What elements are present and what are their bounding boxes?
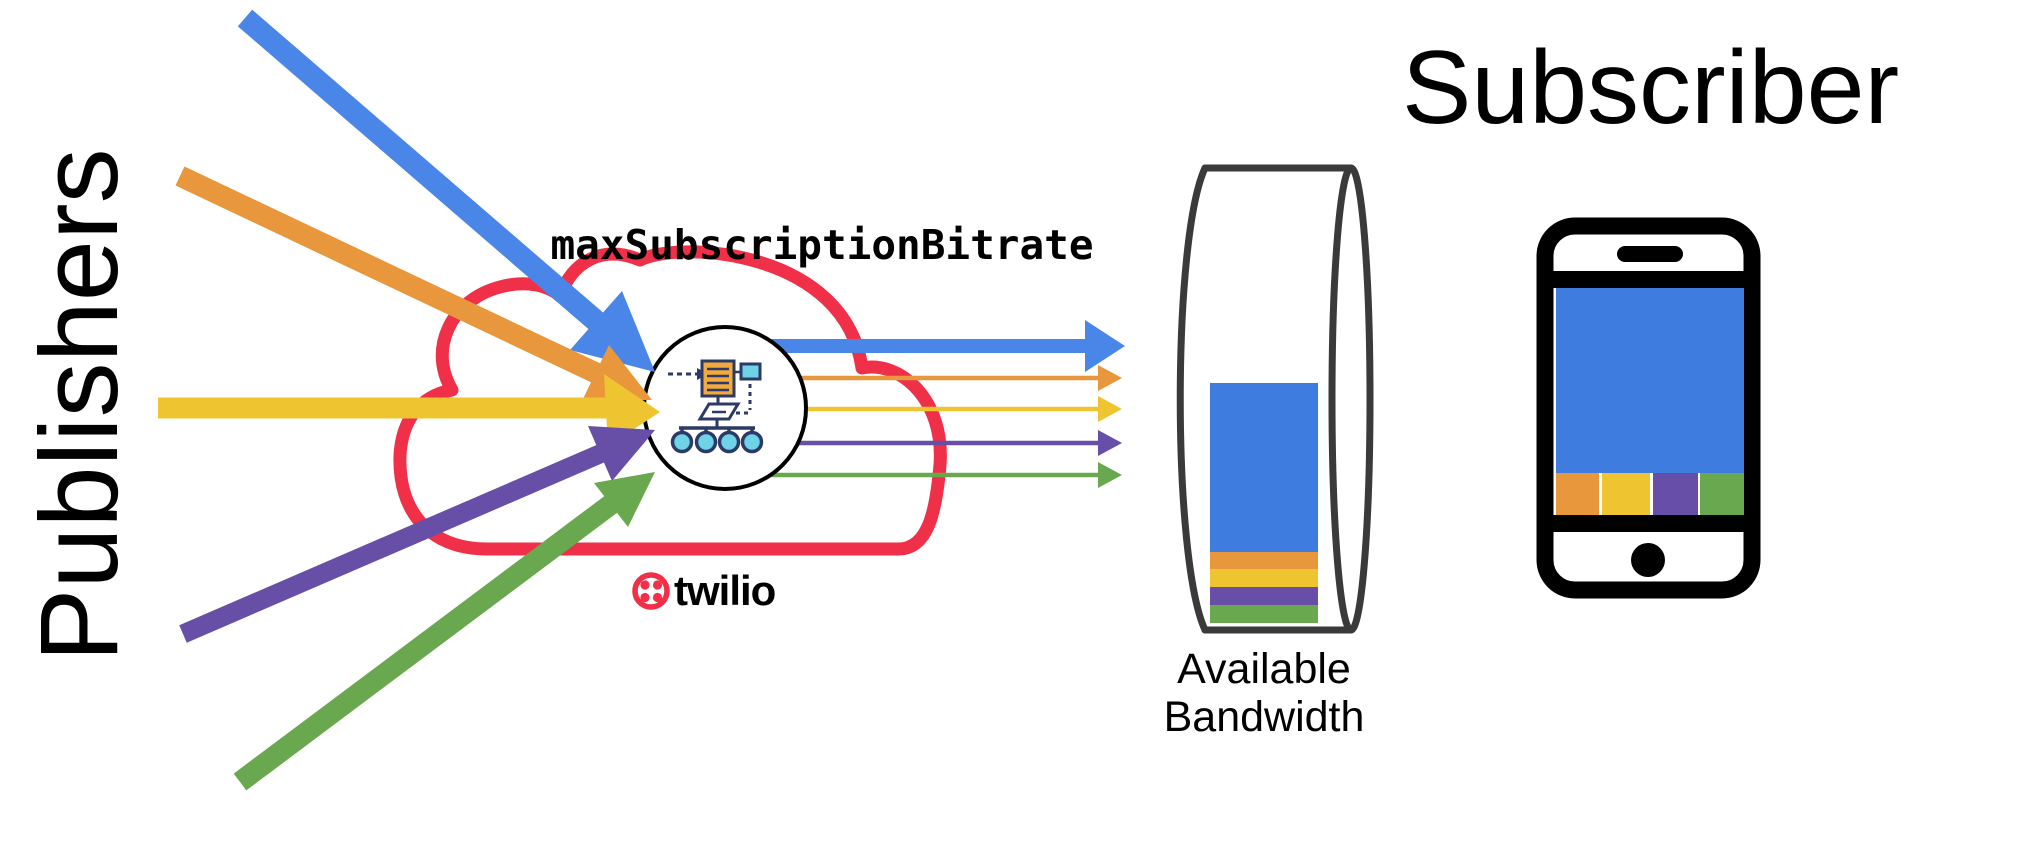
sfu-monitor-icon: [739, 362, 762, 381]
phone-thumbnail-row: [1556, 473, 1744, 515]
publisher-arrow-purple: [179, 444, 606, 643]
publisher-arrow-green-head-icon: [594, 472, 655, 527]
phone-thumb-yellow: [1602, 473, 1650, 515]
publisher-arrow-blue: [237, 9, 604, 330]
phone-thumb-purple: [1653, 473, 1698, 515]
subscriber-arrow-yellow-head-icon: [1098, 396, 1122, 422]
twilio-logo-text: twilio: [674, 567, 776, 614]
sfu-endpoint-circles: [670, 430, 764, 454]
phone-home-button: [1631, 543, 1665, 577]
phone-thumb-green: [1700, 473, 1744, 515]
bandwidth-bar-green: [1210, 605, 1318, 623]
phone-bottom-bezel: [1540, 515, 1752, 532]
max-subscription-bitrate-label: maxSubscriptionBitrate: [550, 221, 1093, 269]
twilio-logo: twilio: [632, 567, 777, 614]
cylinder-outline: [1176, 164, 1374, 634]
sfu-server-lines: [707, 367, 729, 392]
publisher-arrow-orange: [175, 166, 601, 383]
publishers-label: Publishers: [18, 148, 141, 662]
publisher-arrow-purple-head-icon: [588, 426, 655, 481]
subscriber-label: Subscriber: [1402, 30, 1899, 146]
phone-top-bezel: [1540, 271, 1752, 288]
phone-speaker-icon: [1617, 246, 1683, 262]
bandwidth-bar-yellow: [1210, 569, 1318, 587]
subscriber-arrow-orange-head-icon: [1098, 365, 1122, 391]
bandwidth-bar-blue: [1210, 383, 1318, 552]
available-bandwidth-label-line2: Bandwidth: [1164, 693, 1365, 741]
subscriber-phone-icon: [1536, 217, 1761, 599]
publisher-arrow-orange-head-icon: [582, 345, 652, 401]
publisher-arrow-blue-head-icon: [570, 291, 655, 372]
phone-screen: [1556, 288, 1744, 473]
subscriber-streams: [755, 320, 1125, 488]
publisher-streams: [158, 9, 660, 791]
phone-thumb-orange: [1556, 473, 1599, 515]
subscriber-arrow-green-head-icon: [1098, 462, 1122, 488]
bandwidth-bar-purple: [1210, 587, 1318, 605]
twilio-logo-mark-icon: [632, 572, 670, 610]
bandwidth-cylinder: [1176, 164, 1374, 634]
subscriber-arrow-blue-head-icon: [1085, 320, 1125, 372]
bandwidth-bar-orange: [1210, 552, 1318, 569]
bandwidth-bar: [1210, 383, 1318, 623]
sfu-routing-icon: [668, 359, 764, 454]
available-bandwidth-label-line1: Available: [1177, 645, 1351, 693]
subscriber-arrow-purple-head-icon: [1098, 430, 1122, 456]
publisher-arrow-green: [233, 493, 621, 791]
